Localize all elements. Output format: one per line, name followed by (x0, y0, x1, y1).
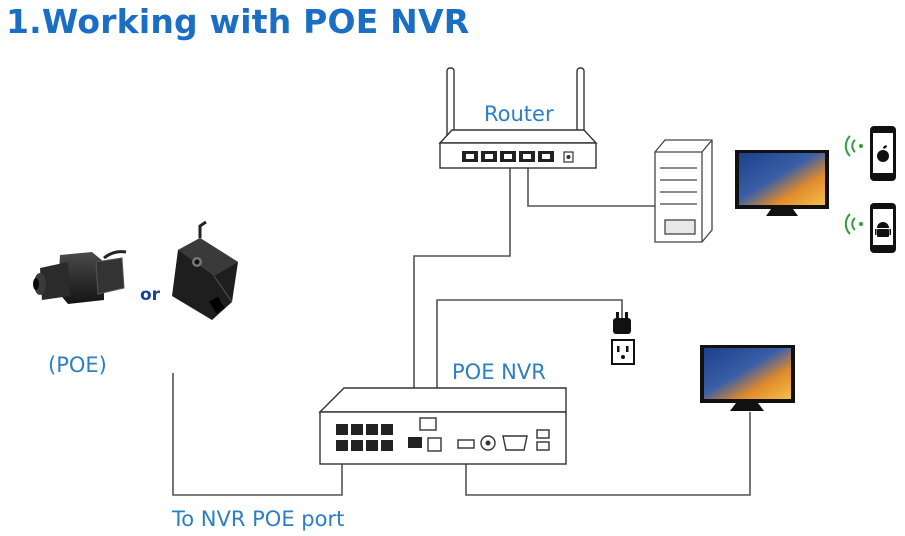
camera-type-label: (POE) (48, 353, 107, 377)
monitor-computer (735, 150, 829, 216)
computer-tower (654, 139, 713, 243)
nvr-poe-ports (336, 424, 393, 451)
camera-pinhole (172, 220, 238, 320)
cable-camera-nvr (172, 373, 343, 496)
poe-nvr (318, 387, 567, 465)
wifi-signal-icon (844, 135, 863, 235)
cable-nvr-power (436, 299, 623, 440)
monitor-nvr (700, 345, 795, 411)
nvr-port-label: To NVR POE port (172, 507, 345, 531)
router (438, 67, 598, 169)
cable-router-nvr (413, 168, 511, 435)
android-icon (875, 222, 891, 237)
camera-bullet (33, 250, 127, 304)
page-title: 1.Working with POE NVR (6, 2, 470, 41)
phone-android (870, 203, 896, 253)
router-label: Router (484, 102, 554, 126)
power-plug-icon (611, 312, 635, 365)
nvr-label: POE NVR (452, 360, 546, 384)
phone-ios (870, 126, 896, 181)
apple-icon (877, 145, 889, 162)
or-label: or (140, 285, 161, 305)
cable-router-computer (527, 168, 662, 207)
cables (172, 168, 751, 496)
cable-nvr-monitor (465, 412, 751, 496)
